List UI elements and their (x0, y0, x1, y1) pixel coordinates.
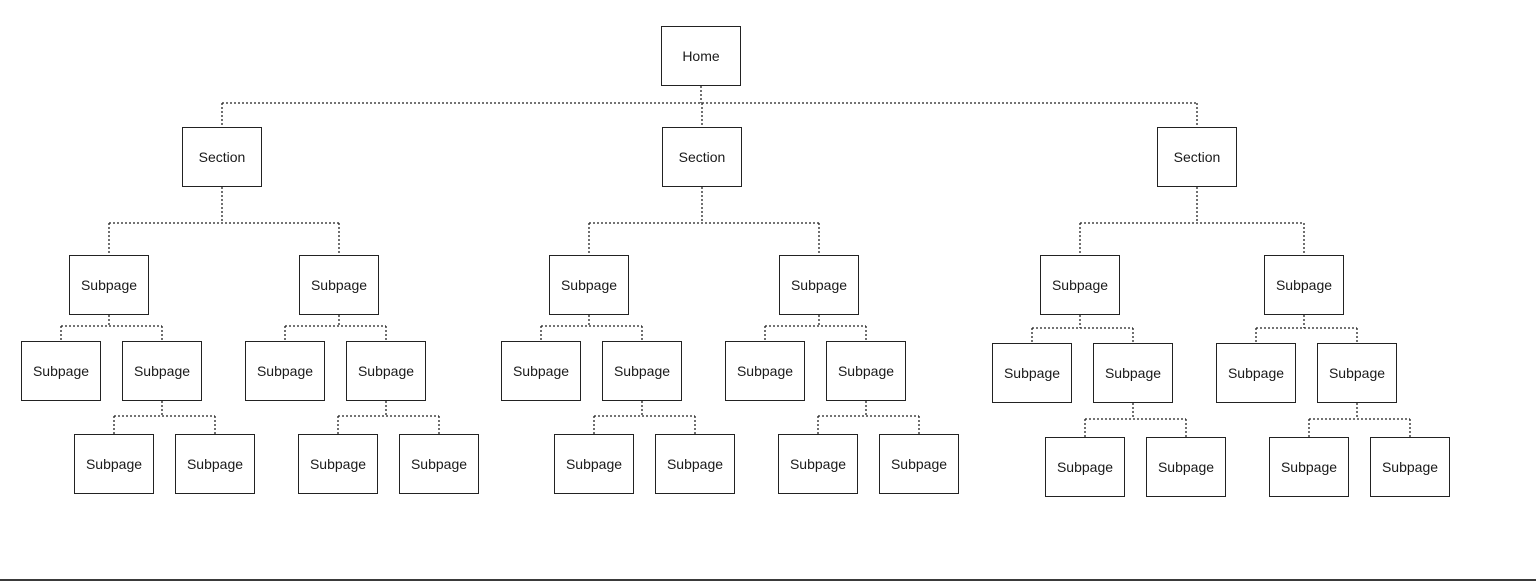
subpage-node-label: Subpage (736, 363, 794, 379)
subpage-node-label: Subpage (80, 277, 138, 293)
subpage-node-label: Subpage (1227, 365, 1285, 381)
subpage-node-label: Subpage (1051, 277, 1109, 293)
subpage-node: Subpage (779, 255, 859, 315)
subpage-node: Subpage (725, 341, 805, 401)
subpage-node-label: Subpage (1104, 365, 1162, 381)
subpage-node-label: Subpage (1381, 459, 1439, 475)
subpage-node: Subpage (1040, 255, 1120, 315)
subpage-node-label: Subpage (1003, 365, 1061, 381)
subpage-node-label: Subpage (256, 363, 314, 379)
subpage-node-label: Subpage (1157, 459, 1215, 475)
subpage-node-label: Subpage (133, 363, 191, 379)
subpage-node: Subpage (554, 434, 634, 494)
subpage-node-label: Subpage (666, 456, 724, 472)
bottom-divider (0, 579, 1536, 581)
section-node: Section (182, 127, 262, 187)
home-node: Home (661, 26, 741, 86)
subpage-node: Subpage (1146, 437, 1226, 497)
subpage-node: Subpage (1370, 437, 1450, 497)
subpage-node-label: Subpage (310, 277, 368, 293)
subpage-node: Subpage (549, 255, 629, 315)
subpage-node-label: Subpage (790, 277, 848, 293)
subpage-node: Subpage (1216, 343, 1296, 403)
subpage-node: Subpage (298, 434, 378, 494)
subpage-node: Subpage (1045, 437, 1125, 497)
subpage-node: Subpage (21, 341, 101, 401)
subpage-node: Subpage (69, 255, 149, 315)
subpage-node: Subpage (175, 434, 255, 494)
subpage-node-label: Subpage (613, 363, 671, 379)
subpage-node-label: Subpage (789, 456, 847, 472)
home-node-label: Home (682, 48, 720, 64)
subpage-node: Subpage (1093, 343, 1173, 403)
subpage-node-label: Subpage (890, 456, 948, 472)
subpage-node: Subpage (245, 341, 325, 401)
subpage-node-label: Subpage (32, 363, 90, 379)
subpage-node: Subpage (1317, 343, 1397, 403)
subpage-node-label: Subpage (85, 456, 143, 472)
section-node: Section (662, 127, 742, 187)
subpage-node: Subpage (992, 343, 1072, 403)
subpage-node-label: Subpage (560, 277, 618, 293)
subpage-node: Subpage (826, 341, 906, 401)
section-node-label: Section (678, 149, 726, 165)
subpage-node-label: Subpage (410, 456, 468, 472)
subpage-node-label: Subpage (565, 456, 623, 472)
subpage-node: Subpage (778, 434, 858, 494)
subpage-node: Subpage (74, 434, 154, 494)
subpage-node: Subpage (346, 341, 426, 401)
subpage-node: Subpage (1264, 255, 1344, 315)
subpage-node-label: Subpage (1056, 459, 1114, 475)
subpage-node: Subpage (299, 255, 379, 315)
section-node-label: Section (1173, 149, 1221, 165)
subpage-node-label: Subpage (1280, 459, 1338, 475)
subpage-node-label: Subpage (309, 456, 367, 472)
subpage-node: Subpage (655, 434, 735, 494)
subpage-node: Subpage (602, 341, 682, 401)
subpage-node: Subpage (399, 434, 479, 494)
subpage-node-label: Subpage (512, 363, 570, 379)
subpage-node-label: Subpage (1275, 277, 1333, 293)
subpage-node-label: Subpage (1328, 365, 1386, 381)
subpage-node-label: Subpage (357, 363, 415, 379)
subpage-node: Subpage (122, 341, 202, 401)
subpage-node: Subpage (879, 434, 959, 494)
subpage-node-label: Subpage (186, 456, 244, 472)
section-node-label: Section (198, 149, 246, 165)
subpage-node-label: Subpage (837, 363, 895, 379)
subpage-node: Subpage (1269, 437, 1349, 497)
subpage-node: Subpage (501, 341, 581, 401)
section-node: Section (1157, 127, 1237, 187)
